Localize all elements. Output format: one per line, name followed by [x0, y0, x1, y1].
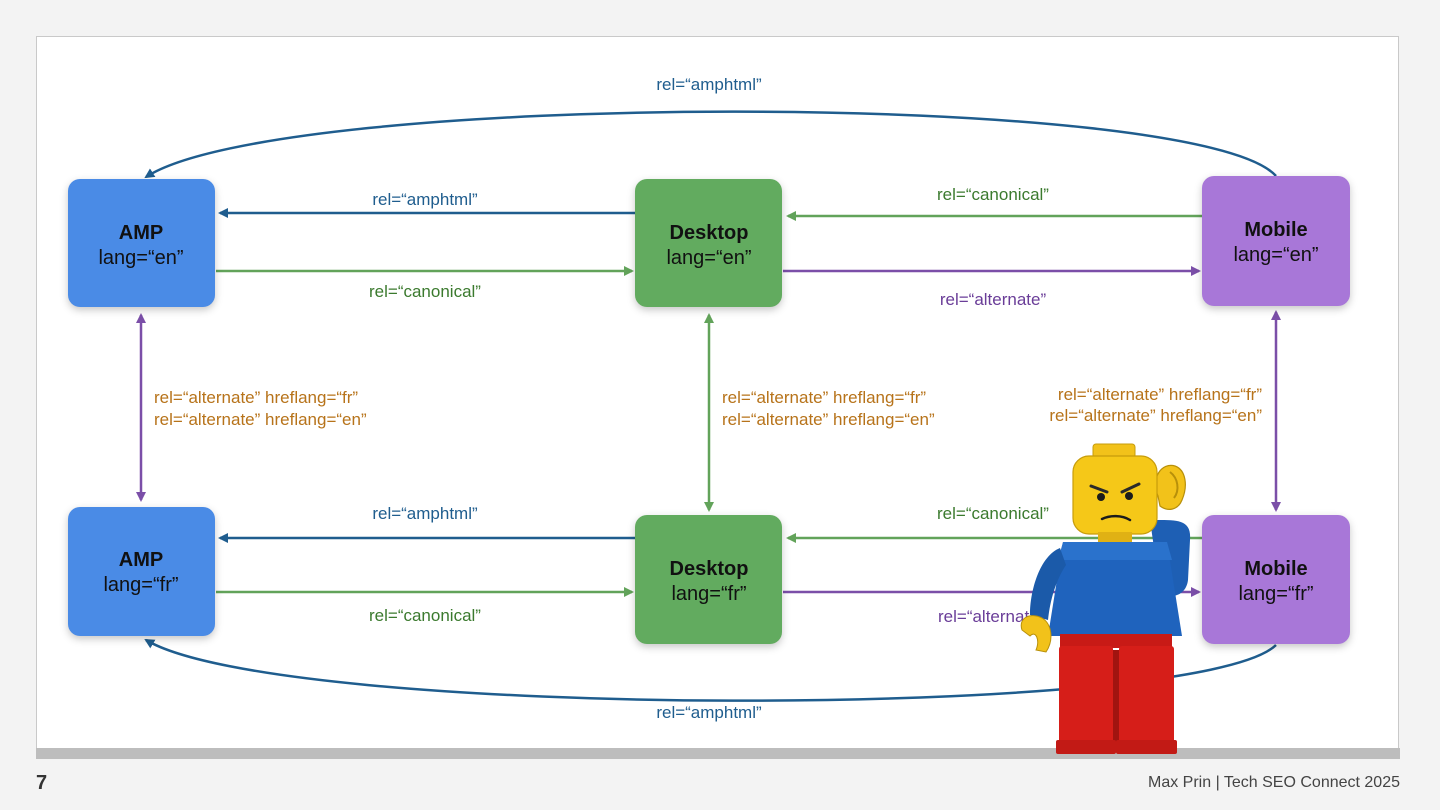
node-lang: lang=“en” [98, 247, 183, 269]
node-title: AMP [119, 222, 163, 244]
node-desktop-fr: Desktop lang=“fr” [635, 515, 782, 644]
desktop-hreflang-label-2: rel=“alternate” hreflang=“en” [722, 410, 935, 429]
node-title: Desktop [670, 558, 749, 580]
node-lang: lang=“en” [1233, 244, 1318, 266]
node-title: Mobile [1244, 219, 1307, 241]
top-arc-label: rel=“amphtml” [656, 75, 762, 94]
amp-hreflang-label-1: rel=“alternate” hreflang=“fr” [154, 388, 358, 407]
node-mobile-en: Mobile lang=“en” [1202, 176, 1350, 306]
en-canonical-label: rel=“canonical” [369, 282, 481, 301]
fr-alternate-label: rel=“alternat [938, 607, 1029, 626]
fr-mobile-canonical-label: rel=“canonical” [937, 504, 1049, 523]
page-number: 7 [36, 772, 48, 794]
bottom-amphtml-arc [144, 638, 1277, 702]
fr-canonical-label: rel=“canonical” [369, 606, 481, 625]
node-title: Mobile [1244, 558, 1307, 580]
desktop-hreflang-label-1: rel=“alternate” hreflang=“fr” [722, 388, 926, 407]
mobile-hreflang-label-1: rel=“alternate” hreflang=“fr” [1058, 385, 1262, 404]
footer-credit: Max Prin | Tech SEO Connect 2025 [1148, 774, 1400, 791]
node-title: AMP [119, 549, 163, 571]
node-title: Desktop [670, 222, 749, 244]
en-alternate-label: rel=“alternate” [940, 290, 1047, 309]
en-mobile-canonical-label: rel=“canonical” [937, 185, 1049, 204]
top-amphtml-arc [144, 110, 1277, 179]
bottom-arc-label: rel=“amphtml” [656, 703, 762, 722]
node-desktop-en: Desktop lang=“en” [635, 179, 782, 307]
amp-hreflang-label-2: rel=“alternate” hreflang=“en” [154, 410, 367, 429]
slide-bottom-bar [36, 748, 1400, 759]
node-amp-fr: AMP lang=“fr” [68, 507, 215, 636]
fr-amphtml-label: rel=“amphtml” [372, 504, 478, 523]
node-lang: lang=“fr” [103, 574, 178, 596]
mobile-hreflang-label-2: rel=“alternate” hreflang=“en” [1049, 406, 1262, 425]
node-lang: lang=“en” [666, 247, 751, 269]
node-lang: lang=“fr” [671, 583, 746, 605]
node-mobile-fr: Mobile lang=“fr” [1202, 515, 1350, 644]
node-lang: lang=“fr” [1238, 583, 1313, 605]
lego-minifigure-icon [1020, 443, 1191, 754]
node-amp-en: AMP lang=“en” [68, 179, 215, 307]
en-amphtml-label: rel=“amphtml” [372, 190, 478, 209]
